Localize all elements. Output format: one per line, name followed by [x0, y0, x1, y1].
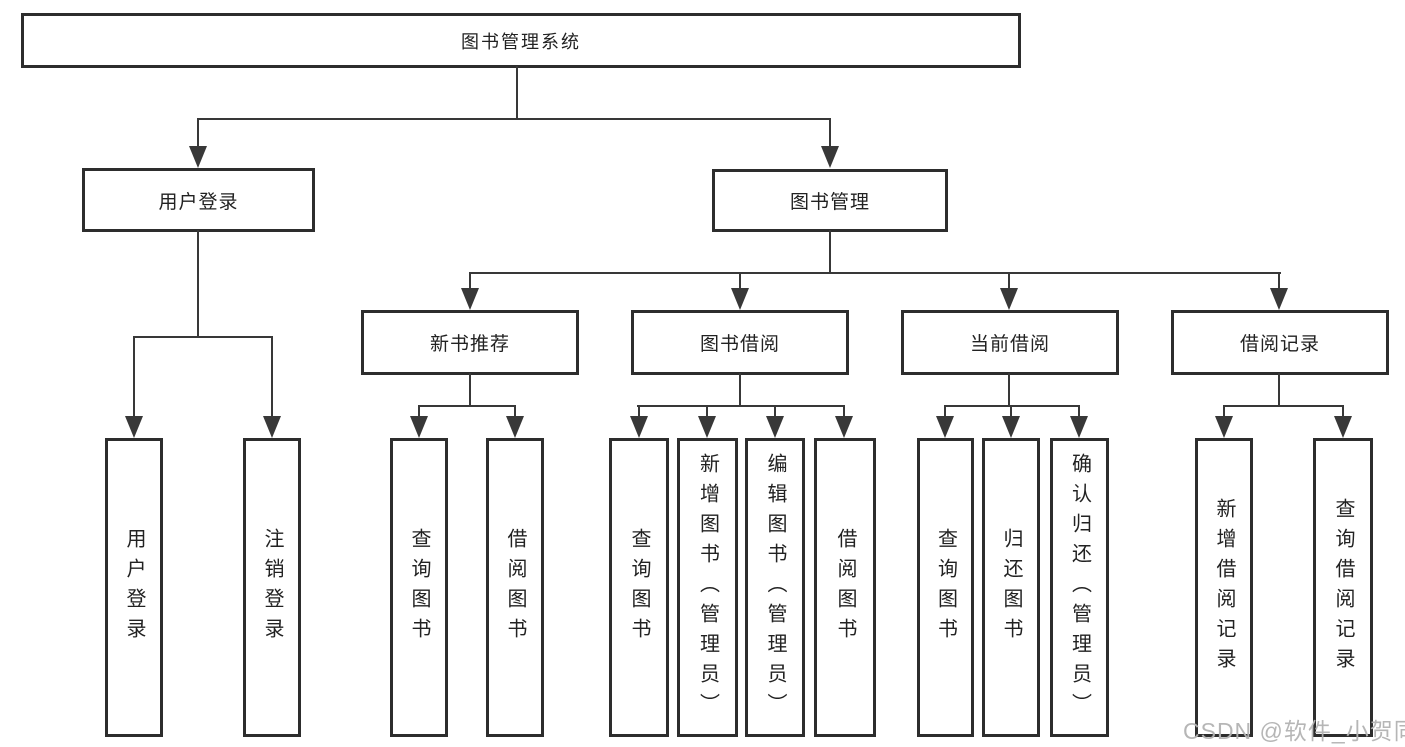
leaf-edit-book-admin-label: 编辑图书（管理员）	[764, 452, 786, 723]
leaf-query-borrow-record-label: 查询借阅记录	[1332, 497, 1354, 678]
leaf-borrow-books-borrowing-label: 借阅图书	[834, 527, 856, 648]
connector-group-stem	[739, 373, 741, 407]
connector-user-login-stem	[197, 230, 199, 336]
leaf-add-book-admin: 新增图书（管理员）	[677, 438, 738, 737]
connector-drop	[1342, 405, 1344, 419]
arrow-down-icon	[1270, 288, 1288, 310]
leaf-add-book-admin-label: 新增图书（管理员）	[696, 452, 719, 723]
node-current-borrowing: 当前借阅	[901, 310, 1119, 375]
leaf-confirm-return-admin-label: 确认归还（管理员）	[1068, 452, 1091, 723]
node-book-management-label: 图书管理	[789, 192, 870, 213]
arrow-down-icon	[835, 416, 853, 438]
connector-drop	[469, 272, 471, 292]
connector-drop	[1078, 405, 1080, 419]
arrow-down-icon	[506, 416, 524, 438]
leaf-query-books-borrowing-label: 查询图书	[628, 527, 650, 648]
leaf-query-books-recommend: 查询图书	[390, 438, 448, 737]
connector-drop	[271, 336, 273, 418]
leaf-query-books-current: 查询图书	[917, 438, 974, 737]
connector-drop	[739, 272, 741, 292]
arrow-down-icon	[698, 416, 716, 438]
leaf-query-books-borrowing: 查询图书	[609, 438, 669, 737]
connector-group-rail	[637, 405, 845, 407]
leaf-return-book-label: 归还图书	[1000, 527, 1022, 648]
arrow-down-icon	[821, 146, 839, 168]
arrow-down-icon	[263, 416, 281, 438]
leaf-logout: 注销登录	[243, 438, 301, 737]
connector-group-stem	[469, 373, 471, 407]
leaf-logout-label: 注销登录	[261, 527, 283, 648]
node-current-borrowing-label: 当前借阅	[969, 334, 1050, 355]
connector-drop	[843, 405, 845, 419]
connector-drop	[774, 405, 776, 419]
arrow-down-icon	[936, 416, 954, 438]
leaf-edit-book-admin: 编辑图书（管理员）	[745, 438, 805, 737]
connector-root-stem	[516, 66, 518, 118]
arrow-down-icon	[630, 416, 648, 438]
node-book-borrowing-label: 图书借阅	[699, 334, 780, 355]
connector-drop	[133, 336, 135, 418]
connector-drop	[944, 405, 946, 419]
node-borrowing-records: 借阅记录	[1171, 310, 1389, 375]
connector-level3-rail	[469, 272, 1281, 274]
connector-group-stem	[1278, 373, 1280, 407]
leaf-add-borrow-record-label: 新增借阅记录	[1213, 497, 1235, 678]
leaf-borrow-books-borrowing: 借阅图书	[814, 438, 876, 737]
connector-drop	[514, 405, 516, 419]
arrow-down-icon	[1070, 416, 1088, 438]
leaf-add-borrow-record: 新增借阅记录	[1195, 438, 1253, 737]
leaf-query-books-current-label: 查询图书	[934, 527, 957, 648]
arrow-down-icon	[1215, 416, 1233, 438]
connector-user-login-rail	[133, 336, 273, 338]
arrow-down-icon	[731, 288, 749, 310]
connector-drop	[829, 118, 831, 150]
connector-drop	[706, 405, 708, 419]
leaf-query-books-recommend-label: 查询图书	[408, 527, 430, 648]
watermark: CSDN @软件_小贺同学	[1183, 718, 1405, 744]
node-user-login: 用户登录	[82, 168, 315, 232]
node-user-login-label: 用户登录	[158, 191, 239, 213]
arrow-down-icon	[766, 416, 784, 438]
connector-group-rail	[1223, 405, 1344, 407]
arrow-down-icon	[1002, 416, 1020, 438]
connector-book-management-stem	[829, 230, 831, 272]
node-new-book-recommend: 新书推荐	[361, 310, 579, 375]
node-library-system-label: 图书管理系统	[461, 31, 581, 52]
leaf-confirm-return-admin: 确认归还（管理员）	[1050, 438, 1109, 737]
connector-drop	[418, 405, 420, 419]
leaf-borrow-books-recommend-label: 借阅图书	[504, 527, 526, 648]
connector-group-rail	[944, 405, 1080, 407]
leaf-query-borrow-record: 查询借阅记录	[1313, 438, 1373, 737]
leaf-return-book: 归还图书	[982, 438, 1040, 737]
node-book-management: 图书管理	[712, 169, 948, 232]
connector-group-stem	[1008, 373, 1010, 407]
connector-drop	[1223, 405, 1225, 419]
connector-group-rail	[418, 405, 516, 407]
arrow-down-icon	[125, 416, 143, 438]
connector-drop	[638, 405, 640, 419]
arrow-down-icon	[1000, 288, 1018, 310]
node-new-book-recommend-label: 新书推荐	[429, 334, 510, 355]
leaf-user-login-label: 用户登录	[123, 527, 145, 648]
connector-level2-rail	[197, 118, 830, 120]
node-library-system: 图书管理系统	[21, 13, 1021, 68]
connector-drop	[197, 118, 199, 150]
connector-drop	[1278, 272, 1280, 292]
arrow-down-icon	[1334, 416, 1352, 438]
arrow-down-icon	[189, 146, 207, 168]
connector-drop	[1010, 405, 1012, 419]
leaf-user-login: 用户登录	[105, 438, 163, 737]
leaf-borrow-books-recommend: 借阅图书	[486, 438, 544, 737]
arrow-down-icon	[410, 416, 428, 438]
arrow-down-icon	[461, 288, 479, 310]
connector-drop	[1008, 272, 1010, 292]
node-borrowing-records-label: 借阅记录	[1239, 334, 1320, 355]
node-book-borrowing: 图书借阅	[631, 310, 849, 375]
